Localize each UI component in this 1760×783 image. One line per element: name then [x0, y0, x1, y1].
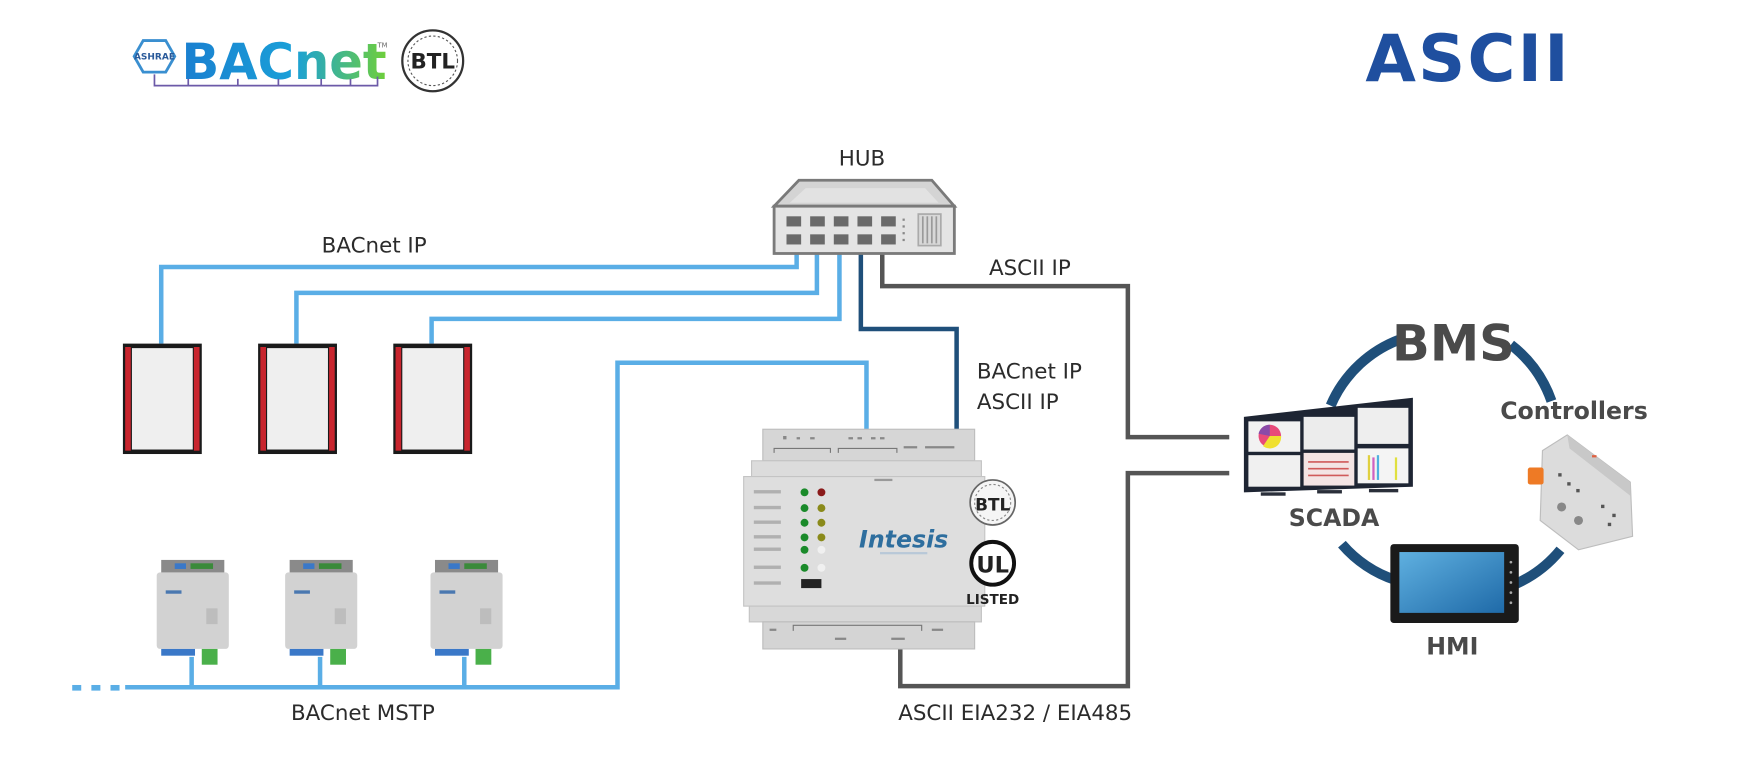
- hub-device[interactable]: [770, 178, 958, 255]
- bacnet-logo-text: BACnet: [181, 33, 386, 91]
- bacnet-mstp-module-device[interactable]: [285, 559, 358, 665]
- ascii-ip-line: [880, 250, 1230, 440]
- ascii-lines: [880, 250, 1230, 689]
- btl-text: BTL: [410, 50, 455, 75]
- gateway-led-label: [753, 535, 781, 539]
- bacnet-mstp-module-device[interactable]: [430, 559, 503, 665]
- bacnet-ip-line-panel-2: [294, 250, 820, 344]
- scada-monitors[interactable]: [1243, 397, 1413, 496]
- gateway-led-green: [800, 533, 809, 542]
- btl-badge-icon: BTL: [401, 29, 465, 93]
- gateway-led-green: [800, 488, 809, 497]
- scada-label: SCADA: [1289, 504, 1380, 532]
- bms-cluster: BMS SCADA C: [1243, 315, 1648, 661]
- gateway-led-label: [753, 547, 781, 551]
- bacnet-ip-label: BACnet IP: [322, 233, 427, 258]
- gateway-btl-badge-icon: BTL: [969, 479, 1017, 526]
- bacnet-mstp-label: BACnet MSTP: [291, 701, 435, 726]
- gateway-led-label: [753, 490, 781, 494]
- ul-listed-text: LISTED: [966, 592, 1019, 608]
- bacnet-ip-panel-device[interactable]: [258, 343, 337, 455]
- hmi-touch-panel[interactable]: [1390, 544, 1519, 624]
- ashrae-text: ASHRAE: [134, 53, 175, 63]
- gateway-link-label-ascii-ip: ASCII IP: [977, 390, 1059, 415]
- ascii-ip-label: ASCII IP: [989, 256, 1071, 281]
- hub-vent: [917, 213, 942, 247]
- bacnet-logo: ASHRAE BACnet TM BTL: [132, 29, 465, 93]
- gateway-led-green: [800, 563, 809, 572]
- bacnet-mstp-drops: [189, 656, 467, 688]
- bacnet-ip-line-panel-3: [429, 250, 842, 344]
- bacnet-logo-bus: [153, 74, 379, 87]
- gateway-led-secondary: [817, 563, 826, 572]
- bacnet-ip-devices: [122, 343, 473, 455]
- ascii-logo: ASCII: [1365, 21, 1570, 97]
- bacnet-ip-panel-device[interactable]: [122, 343, 202, 455]
- gateway-led-secondary: [817, 504, 826, 513]
- bacnet-mstp-module-device[interactable]: [156, 559, 229, 665]
- gateway-led-label: [753, 581, 781, 585]
- gateway-led-secondary: [817, 488, 826, 497]
- gateway-led-secondary: [817, 545, 826, 554]
- ul-listed-badge-icon: UL LISTED: [966, 539, 1019, 608]
- gateway-led-secondary: [817, 518, 826, 527]
- gateway-status-leds: [753, 488, 826, 585]
- hub-label: HUB: [839, 147, 885, 172]
- ashrae-icon: ASHRAE: [132, 39, 177, 74]
- ul-text: UL: [976, 552, 1009, 578]
- bacnet-ip-panel-device[interactable]: [393, 343, 473, 455]
- controllers-label: Controllers: [1500, 397, 1648, 425]
- bacnet-mstp-bus-line: [125, 360, 869, 690]
- hub-leds: [902, 218, 905, 242]
- hub-gateway-line: [858, 250, 959, 434]
- gateway-link-label-bacnet-ip: BACnet IP: [977, 360, 1082, 385]
- ascii-serial-line: [898, 470, 1230, 689]
- ascii-serial-label: ASCII EIA232 / EIA485: [898, 701, 1132, 726]
- intesis-gateway[interactable]: Intesis BTL UL LISTED: [743, 428, 1019, 650]
- gateway-led-secondary: [817, 533, 826, 542]
- gateway-led-label: [753, 520, 781, 524]
- plc-controller-icon[interactable]: [1527, 434, 1634, 551]
- scada-stands: [1260, 488, 1399, 496]
- gateway-top-terminals: [783, 436, 955, 449]
- bacnet-tm: TM: [377, 41, 388, 49]
- scada-screens: [1248, 407, 1409, 487]
- bacnet-ip-line-panel-1: [158, 250, 799, 344]
- bacnet-ip-lines: [125, 250, 869, 690]
- gateway-btl-text: BTL: [975, 494, 1010, 514]
- bms-label: BMS: [1392, 315, 1515, 373]
- hub-ports: [786, 216, 896, 245]
- hmi-label: HMI: [1426, 633, 1478, 661]
- gateway-led-green: [800, 518, 809, 527]
- gateway-led-label: [753, 565, 781, 569]
- gateway-led-green: [800, 545, 809, 554]
- bacnet-mstp-devices: [156, 559, 503, 665]
- gateway-brand: Intesis: [859, 526, 948, 554]
- bacnet-mstp-continuation-dots: [72, 684, 120, 691]
- gateway-led-label: [753, 505, 781, 510]
- gateway-usb-port: [801, 579, 822, 589]
- gateway-led-green: [800, 504, 809, 513]
